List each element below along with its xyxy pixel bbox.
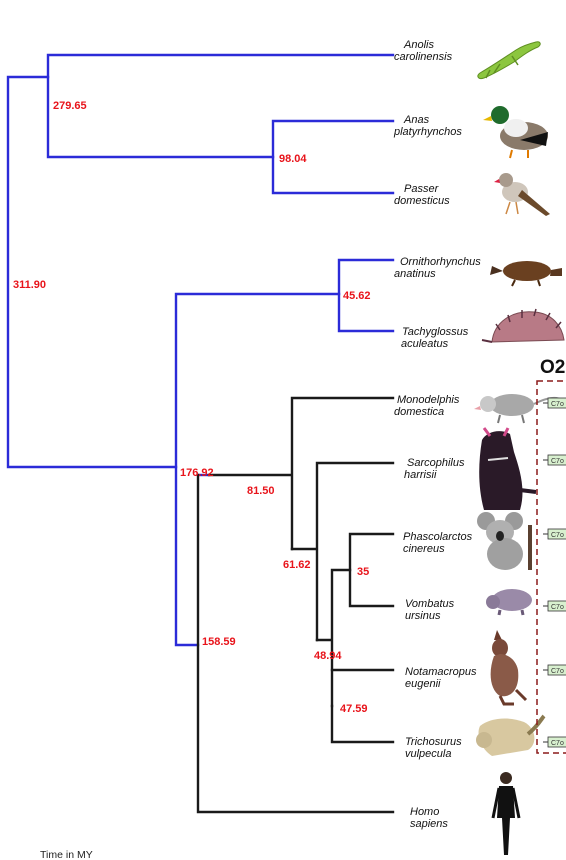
node-age-diprotodontia: 48.94	[314, 650, 342, 662]
branch-diprotodontia	[317, 570, 350, 706]
tree-branches	[8, 55, 393, 812]
box-heading: O2	[540, 357, 565, 378]
node-age-vombatiformes: 35	[357, 566, 369, 578]
taxon-species: eugenii	[405, 678, 441, 690]
highlight-box-outline	[537, 381, 566, 753]
gene-marker: C7o	[543, 737, 566, 747]
animal-icons	[474, 42, 564, 855]
echidna-icon	[482, 309, 564, 342]
taxon-species: harrisii	[404, 469, 437, 481]
taxon-species: carolinensis	[394, 51, 453, 63]
taxon-species: ursinus	[405, 610, 441, 622]
taxon-genus: Trichosurus	[405, 736, 462, 748]
duck-icon	[483, 106, 548, 158]
platypus-icon	[490, 261, 562, 286]
gene-label: C7o	[551, 401, 564, 408]
gene-label: C7o	[551, 668, 564, 675]
node-age-birds: 98.04	[279, 153, 307, 165]
ancient-branches	[8, 55, 393, 645]
gene-marker: C7o	[543, 665, 566, 675]
gene-marker: C7o	[543, 529, 566, 539]
gene-label: C7o	[551, 740, 564, 747]
node-age-monotremes: 45.62	[343, 290, 371, 302]
taxon-genus: Homo	[410, 806, 439, 818]
tasmanian-devil-icon	[479, 428, 536, 510]
taxon-species: domesticus	[394, 195, 450, 207]
taxon-genus: Ornithorhynchus	[400, 256, 481, 268]
node-age-australidelphia: 61.62	[283, 559, 311, 571]
taxon-genus: Tachyglossus	[402, 326, 469, 338]
marsupial-branches	[198, 398, 393, 812]
taxon-genus: Vombatus	[405, 598, 455, 610]
taxon-genus: Monodelphis	[397, 394, 460, 406]
taxon-species: cinereus	[403, 543, 445, 555]
branch-reptiles-birds	[48, 55, 393, 157]
wombat-icon	[486, 589, 532, 615]
branch-marsupials	[209, 398, 393, 549]
axis-caption: Time in MY	[40, 849, 93, 860]
taxon-genus: Sarcophilus	[407, 457, 465, 469]
koala-icon	[477, 512, 532, 570]
taxon-genus: Anolis	[403, 39, 434, 51]
node-age-phalangerida: 47.59	[340, 703, 368, 715]
gene-label: C7o	[551, 532, 564, 539]
gene-highlight-box: O2 C7o C7o C7o C7o	[537, 357, 566, 753]
taxon-species: aculeatus	[401, 338, 449, 350]
sparrow-icon	[494, 173, 550, 216]
taxon-species: anatinus	[394, 268, 436, 280]
taxon-species: domestica	[394, 406, 444, 418]
lizard-icon	[478, 42, 540, 79]
possum-icon	[476, 716, 544, 756]
taxon-genus: Passer	[404, 183, 440, 195]
taxon-species: sapiens	[410, 818, 448, 830]
node-age-mammals: 176.92	[180, 467, 214, 479]
gene-label: C7o	[551, 458, 564, 465]
node-age-reptiles-birds: 279.65	[53, 100, 87, 112]
taxon-species: vulpecula	[405, 748, 451, 760]
branch-australidelphia	[292, 463, 393, 640]
taxon-genus: Phascolarctos	[403, 531, 473, 543]
taxon-genus: Notamacropus	[405, 666, 477, 678]
node-age-therians: 158.59	[202, 636, 236, 648]
human-icon	[493, 772, 519, 855]
gene-marker: C7o	[543, 601, 566, 611]
node-age-marsupials: 81.50	[247, 485, 275, 497]
gene-marker: C7o	[543, 455, 566, 465]
taxon-genus: Anas	[403, 114, 430, 126]
gene-label: C7o	[551, 604, 564, 611]
gene-markers: C7o C7o C7o C7o C7o	[543, 398, 566, 747]
branch-root	[8, 77, 176, 467]
wallaby-icon	[491, 630, 526, 704]
taxon-species: platyrhynchos	[393, 126, 462, 138]
node-age-root: 311.90	[13, 279, 46, 291]
